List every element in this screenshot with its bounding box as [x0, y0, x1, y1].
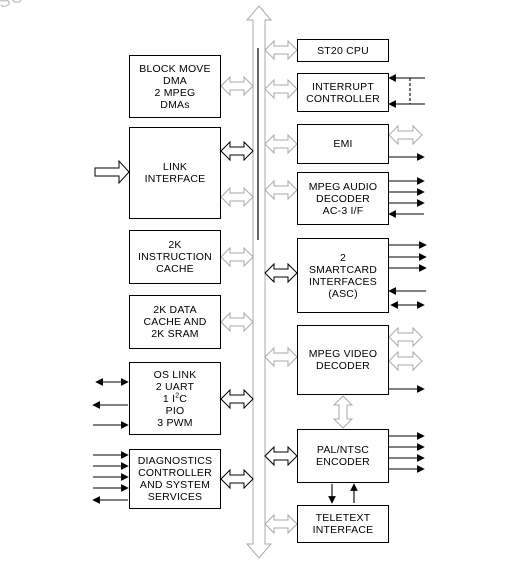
- oslink-bus-connector: [220, 388, 254, 410]
- smart-bus-connector: [264, 262, 298, 284]
- video-pal-connector: [332, 395, 354, 429]
- interrupt-controller-label: INTERRUPT CONTROLLER: [306, 80, 380, 105]
- pal-bus-connector: [264, 445, 298, 467]
- mpeg-video-decoder: MPEG VIDEO DECODER: [297, 325, 389, 395]
- emi-bus-connector: [264, 133, 298, 155]
- video-external-connector-2: [388, 350, 423, 372]
- icache-bus-connector: [220, 246, 254, 268]
- instruction-cache-label: 2K INSTRUCTION CACHE: [138, 239, 212, 275]
- link-interface: LINK INTERFACE: [129, 127, 221, 219]
- cpu-bus-connector: [264, 39, 298, 61]
- dcache-bus-connector: [220, 311, 254, 333]
- video-external-connector-1: [388, 326, 423, 348]
- emi-external-connector: [388, 124, 423, 146]
- teletext-interface: TELETEXT INTERFACE: [297, 505, 389, 543]
- diagnostics-controller-label: DIAGNOSTICS CONTROLLER AND SYSTEM SERVIC…: [137, 455, 213, 503]
- st20-cpu-label: ST20 CPU: [317, 44, 369, 57]
- data-cache-sram-label: 2K DATA CACHE AND 2K SRAM: [143, 304, 207, 340]
- smartcard-interfaces-label: 2 SMARTCARD INTERFACES (ASC): [308, 251, 378, 300]
- emi-label: EMI: [333, 138, 353, 150]
- link-bus-connector: [220, 140, 254, 162]
- teletext-bus-connector: [264, 513, 298, 535]
- smartcard-interfaces: 2 SMARTCARD INTERFACES (ASC): [297, 238, 389, 313]
- intc-bus-connector: [264, 78, 298, 100]
- video-bus-connector: [264, 346, 298, 368]
- block-move-dma: BLOCK MOVE DMA 2 MPEG DMAs: [129, 55, 221, 118]
- interrupt-controller: INTERRUPT CONTROLLER: [297, 73, 389, 112]
- link-bus-connector-2: [220, 186, 254, 208]
- pal-ntsc-encoder-label: PAL/NTSC ENCODER: [316, 444, 370, 468]
- os-link-label: OS LINK 2 UART 1 I2C PIO 3 PWM: [153, 368, 197, 429]
- audio-bus-connector: [264, 179, 298, 201]
- emi: EMI: [297, 124, 389, 164]
- mpeg-audio-decoder-label: MPEG AUDIO DECODER AC-3 I/F: [308, 180, 378, 217]
- data-cache-sram: 2K DATA CACHE AND 2K SRAM: [129, 295, 221, 349]
- link-interface-label: LINK INTERFACE: [144, 161, 206, 185]
- diagnostics-controller: DIAGNOSTICS CONTROLLER AND SYSTEM SERVIC…: [129, 449, 221, 509]
- os-link: OS LINK 2 UART 1 I2C PIO 3 PWM: [129, 362, 221, 435]
- st20-cpu: ST20 CPU: [297, 39, 389, 62]
- diag-bus-connector: [220, 468, 254, 490]
- teletext-interface-label: TELETEXT INTERFACE: [312, 512, 374, 536]
- pal-ntsc-encoder: PAL/NTSC ENCODER: [297, 429, 389, 483]
- link-external-input: [94, 159, 130, 185]
- mpeg-audio-decoder: MPEG AUDIO DECODER AC-3 I/F: [297, 172, 389, 225]
- block-move-dma-label: BLOCK MOVE DMA 2 MPEG DMAs: [139, 62, 211, 111]
- instruction-cache: 2K INSTRUCTION CACHE: [129, 230, 221, 284]
- dma-bus-connector: [220, 75, 254, 97]
- mpeg-video-decoder-label: MPEG VIDEO DECODER: [308, 348, 378, 372]
